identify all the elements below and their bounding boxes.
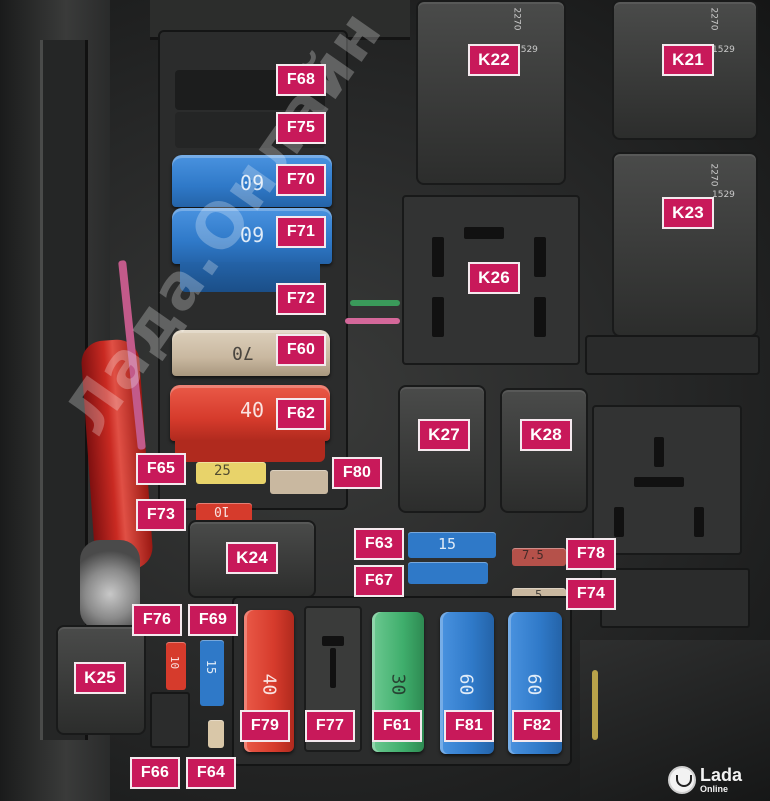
cable-lug	[80, 540, 140, 630]
relay-k22-print-1: 2270	[511, 7, 522, 31]
fuse-f64-body	[208, 720, 224, 748]
label-f62: F62	[276, 398, 326, 430]
label-f73: F73	[136, 499, 186, 531]
label-f81: F81	[444, 710, 494, 742]
fuse-f79-rating: 40	[258, 673, 280, 696]
relay-k22	[416, 0, 566, 185]
fuse-f76-rating: 10	[168, 655, 182, 670]
logo-text: Lada Online	[700, 766, 742, 794]
label-f61: F61	[372, 710, 422, 742]
fuse-f66-slot	[150, 692, 190, 748]
label-f82: F82	[512, 710, 562, 742]
logo-subtitle: Online	[700, 784, 729, 794]
label-k22: K22	[468, 44, 520, 76]
fuse-f62-rating: 40	[240, 398, 265, 422]
fuse-f60-rating: 70	[232, 342, 254, 363]
fuse-f78-rating: 7.5	[522, 548, 544, 562]
label-f63: F63	[354, 528, 404, 560]
label-k21: K21	[662, 44, 714, 76]
label-k23: K23	[662, 197, 714, 229]
label-f80: F80	[332, 457, 382, 489]
label-f60: F60	[276, 334, 326, 366]
label-f76: F76	[132, 604, 182, 636]
fuse-f80-body	[270, 470, 328, 494]
relay-k21-print-1: 2270	[708, 7, 719, 31]
fuse-f78-body	[512, 548, 566, 566]
fuse-f62-foot	[175, 440, 325, 462]
label-f79: F79	[240, 710, 290, 742]
relay-k21-print-2: 1529	[712, 45, 735, 55]
label-k27: K27	[418, 419, 470, 451]
relay-k23	[612, 152, 758, 337]
fuse-f74-rating: 5	[535, 588, 543, 602]
fuse-f73-body	[196, 503, 252, 523]
relay-k22-print-2: 1529	[515, 45, 538, 55]
fuse-f67-body	[408, 562, 488, 584]
label-k24: K24	[226, 542, 278, 574]
fuse-f73-rating: 10	[214, 503, 230, 518]
fuse-f65-rating: 25	[214, 463, 231, 479]
fuse-f82-rating: 60	[523, 673, 545, 696]
lada-boat-icon	[668, 766, 696, 794]
label-f78: F78	[566, 538, 616, 570]
fuse-f63-body	[408, 532, 496, 558]
relay-k23-print-1: 2270	[708, 163, 719, 187]
label-f72: F72	[276, 283, 326, 315]
label-f67: F67	[354, 565, 404, 597]
label-f66: F66	[130, 757, 180, 789]
green-wire	[350, 300, 400, 306]
pink-wire-2	[345, 318, 400, 324]
label-f68: F68	[276, 64, 326, 96]
label-f70: F70	[276, 164, 326, 196]
logo-name: Lada	[700, 765, 743, 785]
label-k26: K26	[468, 262, 520, 294]
relay-frame-right	[585, 335, 760, 375]
mini-fuse-strip-right	[600, 568, 750, 628]
fuse-f65-body	[196, 462, 266, 484]
fuse-f81-rating: 60	[455, 673, 477, 696]
fuse-f61-rating: 30	[387, 673, 409, 696]
yellow-wire	[592, 670, 598, 740]
label-f65: F65	[136, 453, 186, 485]
fuse-f69-rating: 15	[204, 659, 219, 675]
label-f75: F75	[276, 112, 326, 144]
label-f77: F77	[305, 710, 355, 742]
label-f64: F64	[186, 757, 236, 789]
relay-socket-right	[592, 405, 742, 555]
fuse-f63-rating: 15	[438, 535, 457, 553]
relay-k23-print-2: 1529	[712, 190, 735, 200]
label-k25: K25	[74, 662, 126, 694]
fuse-f69-body	[200, 640, 224, 706]
fuse-f76-body	[166, 642, 186, 690]
label-f71: F71	[276, 216, 326, 248]
lada-online-logo: Lada Online	[668, 766, 742, 794]
label-k28: K28	[520, 419, 572, 451]
label-f69: F69	[188, 604, 238, 636]
label-f74: F74	[566, 578, 616, 610]
